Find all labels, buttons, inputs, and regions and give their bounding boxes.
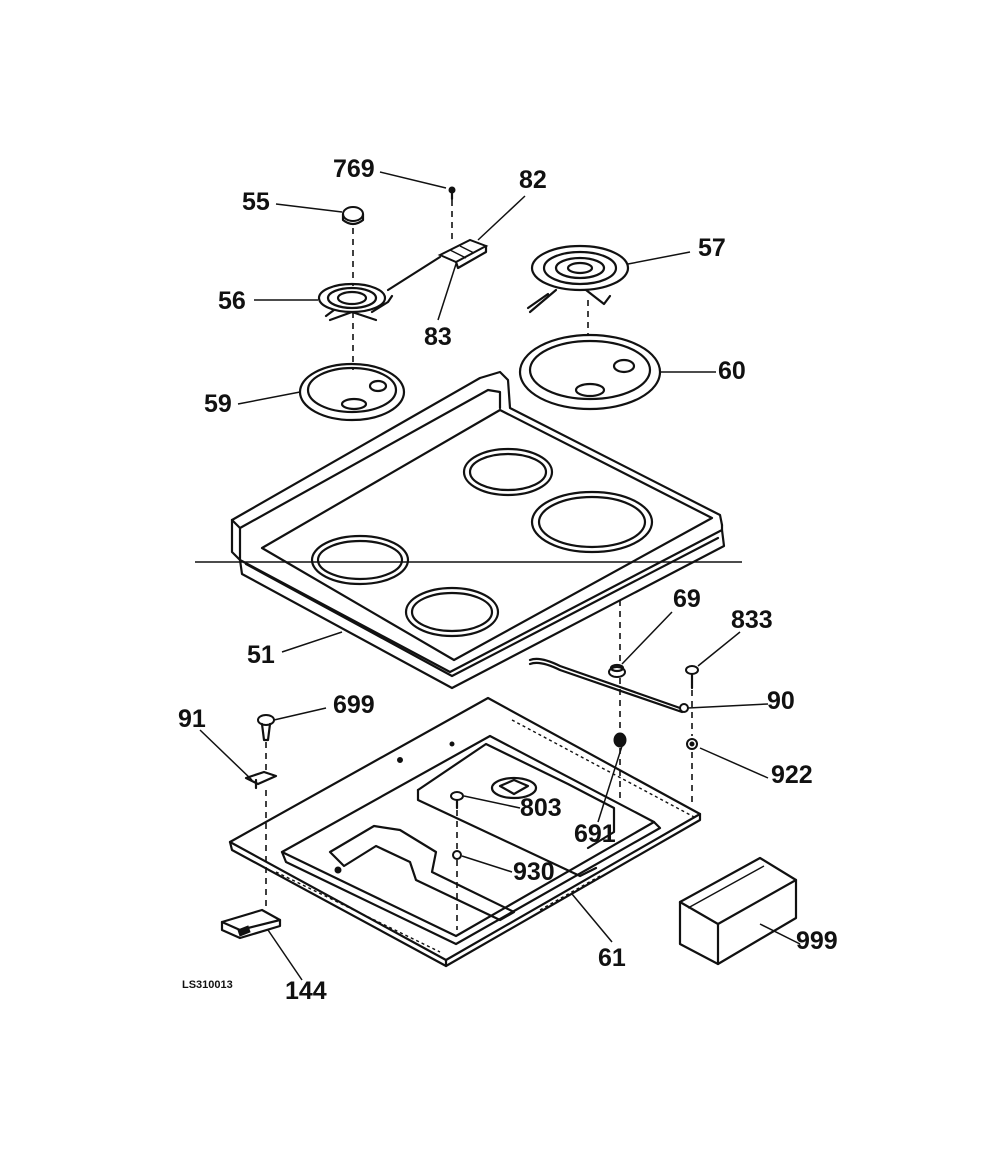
label-769: 769 <box>333 155 375 183</box>
label-59: 59 <box>204 390 232 418</box>
label-930: 930 <box>513 858 555 886</box>
label-60: 60 <box>718 357 746 385</box>
part-803-screw-drawing <box>450 791 464 810</box>
part-91-clip-drawing <box>244 770 278 790</box>
part-769-drawing <box>448 186 456 201</box>
assembly-lines <box>265 200 693 930</box>
drawing-code: LS310013 <box>182 979 233 991</box>
label-699: 699 <box>333 691 375 719</box>
label-51: 51 <box>247 641 275 669</box>
label-91: 91 <box>178 705 206 733</box>
part-999-box-drawing <box>678 856 798 966</box>
part-59-drip-pan-drawing <box>298 362 406 422</box>
label-61: 61 <box>598 944 626 972</box>
label-83: 83 <box>424 323 452 351</box>
part-691-nut-drawing <box>613 732 627 748</box>
part-922-nut-drawing <box>686 738 698 750</box>
part-82-terminal-block-drawing <box>386 238 489 292</box>
part-90-wire-drawing <box>528 657 689 714</box>
part-51-cooktop-drawing <box>230 370 726 690</box>
label-922: 922 <box>771 761 813 789</box>
label-691: 691 <box>574 820 616 848</box>
label-90: 90 <box>767 687 795 715</box>
label-56: 56 <box>218 287 246 315</box>
label-69: 69 <box>673 585 701 613</box>
part-55-drawing <box>341 206 365 226</box>
label-144: 144 <box>285 977 327 1005</box>
part-57-surface-element-drawing <box>526 244 630 314</box>
part-69-clip-drawing <box>608 663 626 678</box>
part-60-drip-pan-drawing <box>518 333 662 411</box>
label-999: 999 <box>796 927 838 955</box>
part-833-screw-drawing <box>685 665 699 690</box>
part-56-surface-element-drawing <box>317 282 394 322</box>
label-57: 57 <box>698 234 726 262</box>
label-833: 833 <box>731 606 773 634</box>
part-930-grommet-drawing <box>452 850 462 860</box>
leader-lines <box>199 171 801 981</box>
part-144-bracket-drawing <box>220 908 282 940</box>
label-55: 55 <box>242 188 270 216</box>
part-699-screw-drawing <box>257 714 275 742</box>
label-803: 803 <box>520 794 562 822</box>
part-61-burner-box-drawing <box>228 696 702 968</box>
label-82: 82 <box>519 166 547 194</box>
